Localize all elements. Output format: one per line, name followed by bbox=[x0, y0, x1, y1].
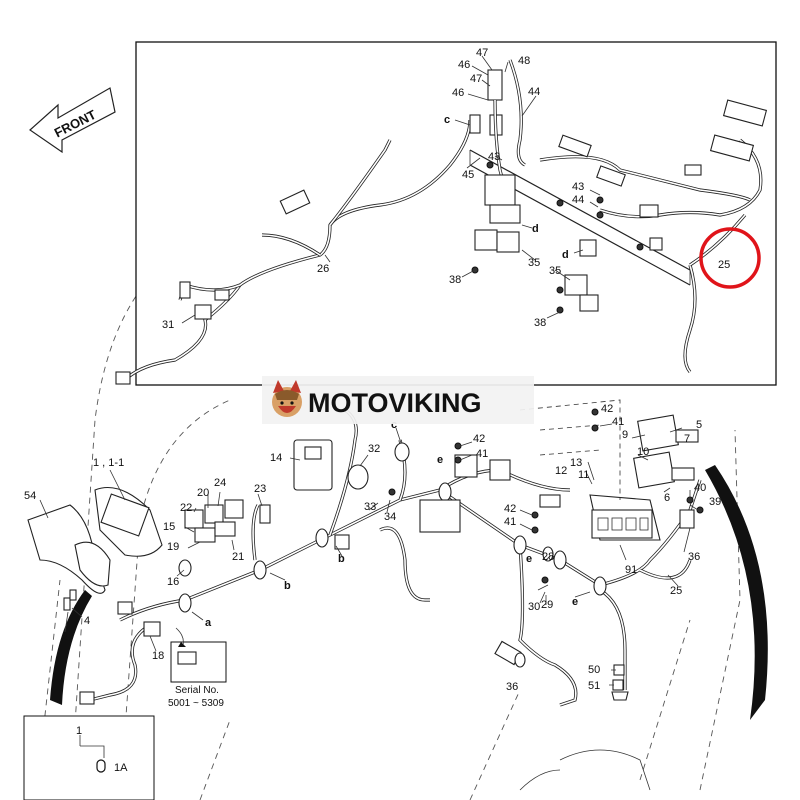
callout-28: 28 bbox=[542, 551, 554, 563]
callout-42: 42 bbox=[601, 403, 613, 415]
callout-5: 5 bbox=[696, 419, 702, 431]
callout-13: 13 bbox=[570, 457, 582, 469]
callout-20: 20 bbox=[197, 487, 209, 499]
callout-41: 41 bbox=[612, 416, 624, 428]
callout-e: e bbox=[437, 454, 443, 466]
callout-e: e bbox=[526, 553, 532, 565]
callout-2: 2 bbox=[62, 631, 68, 643]
callout-31: 31 bbox=[162, 319, 174, 331]
callout-24: 24 bbox=[214, 477, 226, 489]
callout-b: b bbox=[338, 553, 345, 565]
callout-40: 40 bbox=[694, 482, 706, 494]
callout-11: 11 bbox=[578, 469, 589, 481]
callout-6: 6 bbox=[664, 492, 670, 504]
main-harness bbox=[27, 399, 704, 707]
callout-36: 36 bbox=[688, 551, 700, 563]
callout-c: c bbox=[444, 114, 450, 126]
callout-43: 43 bbox=[572, 181, 584, 193]
callout-d: d bbox=[532, 223, 539, 235]
callout-46: 46 bbox=[452, 87, 464, 99]
legend-parent: 1 bbox=[76, 725, 82, 737]
serial-range: 5001 ~ 5309 bbox=[168, 698, 224, 709]
callout-36: 36 bbox=[506, 681, 518, 693]
callout-91: 91 bbox=[625, 564, 637, 576]
callout-32: 32 bbox=[368, 443, 380, 455]
callout-10: 10 bbox=[637, 446, 649, 458]
callout-35: 35 bbox=[549, 265, 561, 277]
callout-44: 44 bbox=[528, 86, 540, 98]
callout-12: 12 bbox=[555, 465, 567, 477]
callout-41: 41 bbox=[504, 516, 516, 528]
callout-4: 4 bbox=[84, 615, 90, 627]
callout-48: 48 bbox=[518, 55, 530, 67]
frame-curves bbox=[50, 465, 768, 720]
callout-d: d bbox=[562, 249, 569, 261]
callout-47: 47 bbox=[470, 73, 482, 85]
callout-1: 1 , 1-1 bbox=[93, 457, 124, 469]
callout-42: 42 bbox=[504, 503, 516, 515]
callout-41: 41 bbox=[476, 448, 488, 460]
serial-label: Serial No. bbox=[175, 685, 219, 696]
serial-detail: Serial No. 5001 ~ 5309 bbox=[168, 627, 227, 709]
callout-7: 7 bbox=[684, 433, 690, 445]
callout-39: 39 bbox=[709, 496, 721, 508]
callout-47: 47 bbox=[476, 47, 488, 59]
callout-50: 50 bbox=[588, 664, 600, 676]
highlighted-callout-25: 25 bbox=[718, 259, 730, 271]
callout-34: 34 bbox=[384, 511, 396, 523]
inset-callouts: 47 46 47 48 46 44 c 43 45 43 44 d 26 35 … bbox=[162, 47, 730, 331]
callout-9: 9 bbox=[622, 429, 628, 441]
callout-e: e bbox=[572, 596, 578, 608]
part-legend: 1 1A bbox=[23, 715, 155, 800]
callout-14: 14 bbox=[270, 452, 282, 464]
front-label: FRONT bbox=[52, 107, 99, 141]
callout-b: b bbox=[284, 580, 291, 592]
callout-c: c bbox=[391, 419, 397, 431]
callout-26: 26 bbox=[317, 263, 329, 275]
callout-21: 21 bbox=[232, 551, 244, 563]
callout-29: 29 bbox=[541, 599, 553, 611]
callout-a: a bbox=[205, 617, 212, 629]
callout-23: 23 bbox=[254, 483, 266, 495]
callout-15: 15 bbox=[163, 521, 175, 533]
highlight-circle bbox=[699, 227, 761, 289]
callout-38: 38 bbox=[449, 274, 461, 286]
callout-44: 44 bbox=[572, 194, 584, 206]
callout-38: 38 bbox=[534, 317, 546, 329]
callout-46: 46 bbox=[458, 59, 470, 71]
callout-35: 35 bbox=[528, 257, 540, 269]
callout-18: 18 bbox=[152, 650, 164, 662]
callout-16: 16 bbox=[167, 576, 179, 588]
callout-43: 43 bbox=[488, 151, 500, 163]
callout-33: 33 bbox=[364, 501, 376, 513]
callout-42: 42 bbox=[473, 433, 485, 445]
callout-30: 30 bbox=[528, 601, 540, 613]
brand-watermark: MOTOVIKING bbox=[262, 376, 534, 424]
main-leader-lines bbox=[39, 423, 699, 686]
callout-54: 54 bbox=[24, 490, 36, 502]
inset-detail-box bbox=[115, 41, 777, 386]
callout-22: 22 bbox=[180, 502, 192, 514]
callout-25: 25 bbox=[670, 585, 682, 597]
legend-child: 1A bbox=[114, 762, 128, 774]
viking-logo-icon bbox=[272, 380, 302, 417]
brand-name: MOTOVIKING bbox=[308, 388, 482, 418]
callout-45: 45 bbox=[462, 169, 474, 181]
callout-19: 19 bbox=[167, 541, 179, 553]
callout-51: 51 bbox=[588, 680, 600, 692]
front-arrow: FRONT bbox=[29, 87, 116, 154]
